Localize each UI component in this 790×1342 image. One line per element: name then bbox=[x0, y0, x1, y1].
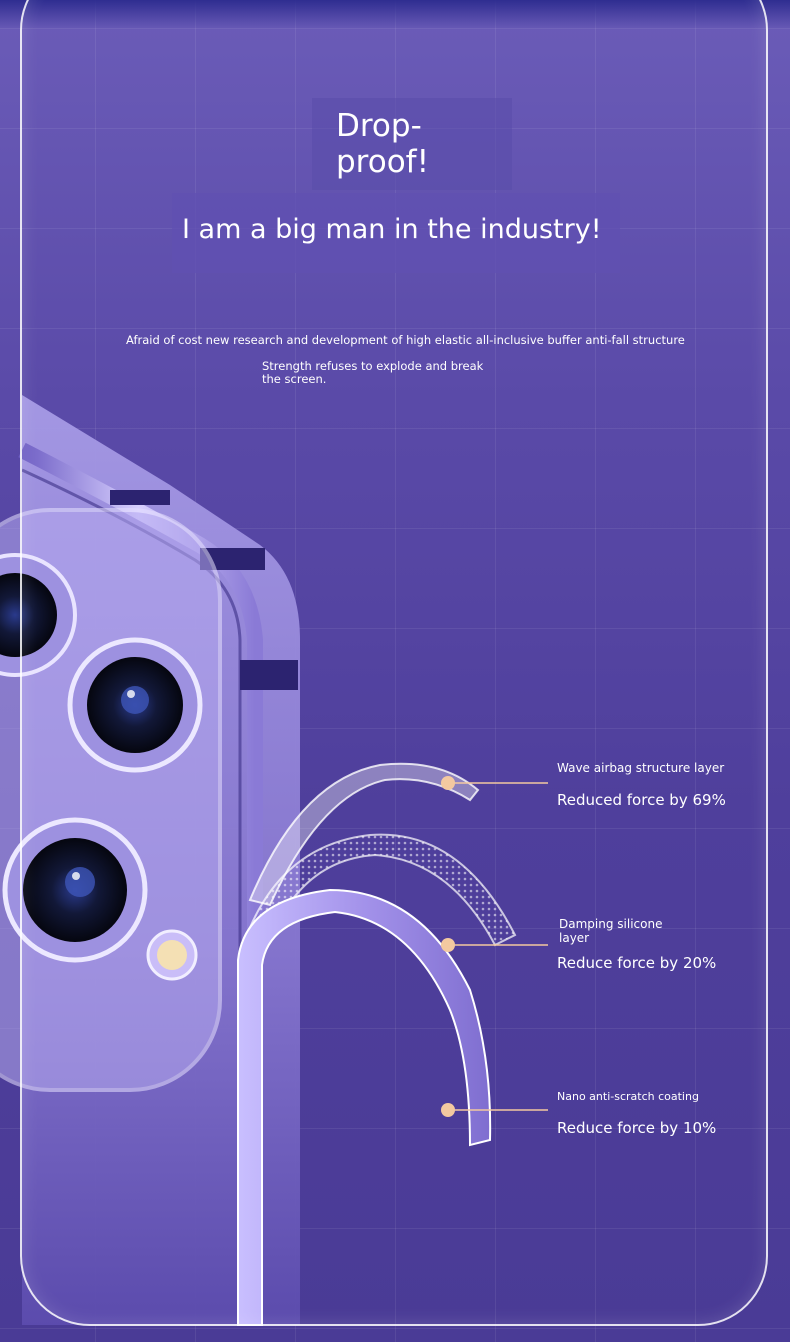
description-line-2: Strength refuses to explode and break th… bbox=[262, 359, 484, 386]
description-line-1: Afraid of cost new research and developm… bbox=[126, 333, 685, 347]
subtitle-box bbox=[172, 193, 620, 273]
layer-name-wave-airbag: Wave airbag structure layer bbox=[557, 761, 725, 775]
top-shadow bbox=[0, 0, 790, 30]
title-box bbox=[312, 98, 512, 190]
layer-name-damping-silicone: Damping silicone layer bbox=[559, 917, 663, 945]
layer-name-nano-coating: Nano anti-scratch coating bbox=[557, 1090, 699, 1103]
layer-value-nano-coating: Reduce force by 10% bbox=[557, 1119, 717, 1137]
device-frame bbox=[20, 0, 768, 1326]
page-subtitle: I am a big man in the industry! bbox=[182, 214, 602, 245]
page-title: Drop- proof! bbox=[336, 108, 430, 180]
layer-value-wave-airbag: Reduced force by 69% bbox=[557, 791, 726, 809]
layer-value-damping-silicone: Reduce force by 20% bbox=[557, 954, 717, 972]
